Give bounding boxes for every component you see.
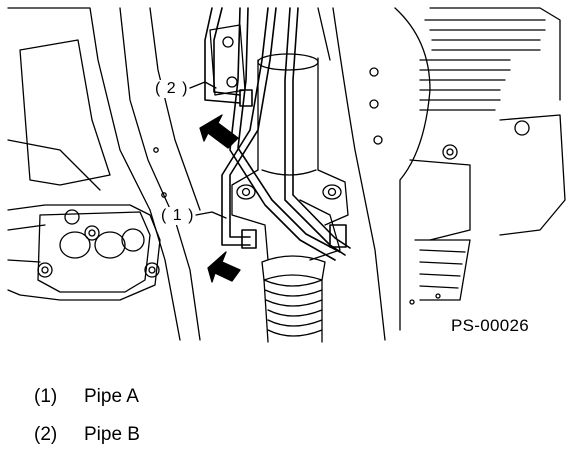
mounting-bracket	[37, 147, 167, 293]
callout-label-1: ( 1 )	[160, 207, 196, 225]
technical-illustration	[7, 7, 566, 343]
callout-leader-1	[195, 211, 227, 219]
legend-item-pipe-a: (1) Pipe A	[34, 386, 139, 408]
legend-label: Pipe B	[84, 424, 140, 445]
legend-number: (1)	[34, 386, 58, 407]
figure-code: PS-00026	[451, 316, 530, 335]
chassis-panel	[7, 7, 201, 341]
legend-number: (2)	[34, 424, 58, 445]
hydraulic-pipes	[204, 7, 351, 261]
frame-line-2	[317, 7, 331, 61]
arrow-icon	[199, 114, 239, 149]
frame-line	[332, 7, 386, 341]
legend-label: Pipe A	[84, 386, 139, 407]
steering-boot	[261, 255, 326, 343]
pipe-clamp	[209, 24, 246, 96]
callout-leader-2	[189, 81, 217, 89]
differential-housing	[369, 7, 566, 331]
callout-label-2: ( 2 )	[154, 80, 190, 98]
steering-gearbox	[231, 53, 349, 261]
arrow-icon	[207, 251, 241, 283]
legend-item-pipe-b: (2) Pipe B	[34, 424, 140, 446]
